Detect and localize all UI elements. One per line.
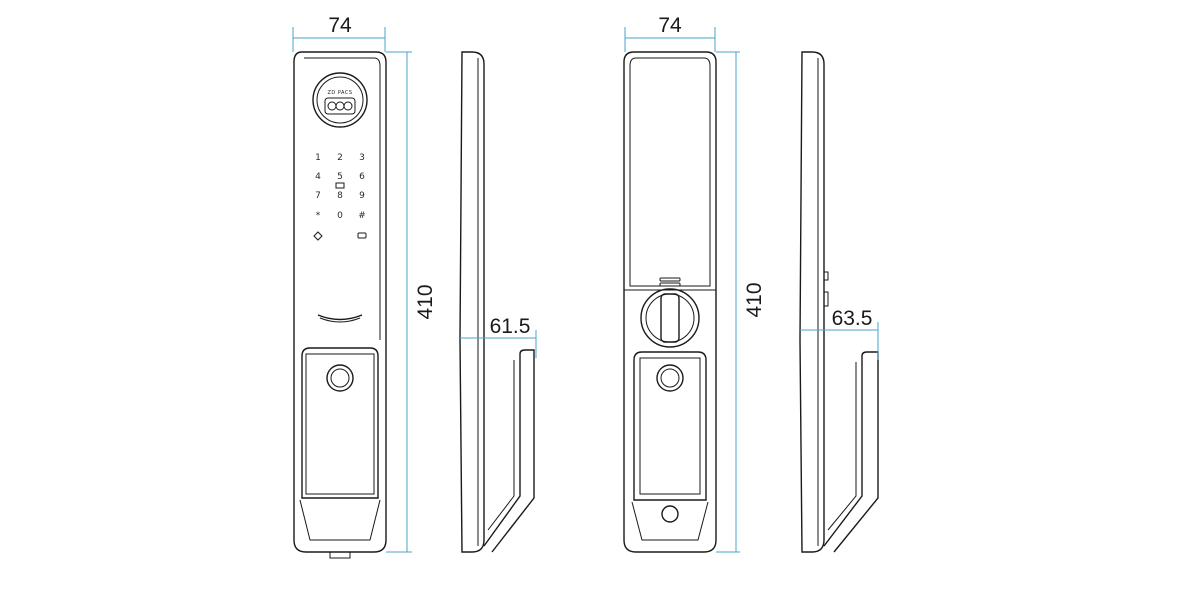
keypad-key-8: 8: [337, 191, 343, 201]
front-view: 74 ZD PACS 1 2 3 4 5 6 7 8 9 * 0 #: [292, 14, 437, 559]
side2-switch-2: [823, 291, 829, 307]
keypad-key-9: 9: [359, 191, 365, 201]
front-keyhole-inner: [330, 368, 350, 388]
front-width-label: 74: [328, 14, 352, 37]
back-thumbturn-ring-inner: [645, 293, 695, 343]
side1-plate-outline: [459, 51, 485, 553]
back-handle-button-ring: [656, 364, 684, 392]
side1-handle-inner: [487, 360, 515, 531]
back-handle-button-inner: [660, 368, 680, 388]
front-handle-slot-inner: [319, 317, 361, 323]
back-usb-port-1: [659, 277, 681, 282]
front-handle-slot: [317, 314, 363, 321]
keypad-key-2: 2: [337, 153, 343, 163]
front-inner-edge: [304, 57, 381, 340]
back-thumbturn-ring: [640, 288, 700, 348]
front-sensor-ring: [312, 72, 368, 128]
back-usb-port-2: [659, 282, 681, 287]
keypad-card-icon: [335, 182, 345, 189]
front-sensor-ring-inner: [316, 76, 364, 124]
front-led-3: [343, 101, 353, 111]
back-thumbturn-knob: [660, 293, 680, 343]
side2-handle-outline: [823, 351, 879, 553]
keypad-key-0: 0: [337, 211, 343, 221]
keypad-bell-icon: [313, 231, 323, 241]
front-height-label: 410: [414, 284, 437, 319]
side1-handle-outline: [483, 349, 535, 553]
front-keyhole-ring: [326, 364, 354, 392]
keypad-key-7: 7: [315, 191, 321, 201]
front-handle-outline: [301, 347, 379, 499]
back-battery-cover: [629, 57, 711, 287]
front-led-housing: [324, 97, 356, 115]
back-view: 74 410: [623, 14, 766, 553]
side-view-1: 61.5: [459, 51, 537, 553]
side2-handle-inner: [827, 362, 857, 531]
back-width-label: 74: [658, 14, 682, 37]
keypad-key-5: 5: [337, 172, 343, 182]
keypad-lock-icon: [357, 232, 367, 239]
keypad-key-star: *: [316, 211, 321, 221]
keypad-key-6: 6: [359, 172, 365, 182]
back-height-label: 410: [743, 282, 766, 317]
side1-depth-label: 61.5: [490, 315, 531, 338]
keypad-key-1: 1: [315, 153, 321, 163]
back-handle-inner: [639, 357, 701, 495]
keypad-key-3: 3: [359, 153, 365, 163]
side-view-2: 63.5: [799, 51, 879, 553]
front-led-1: [327, 101, 337, 111]
side2-depth-label: 63.5: [832, 307, 873, 330]
front-logo-text: ZD PACS: [327, 90, 352, 96]
back-bottom-bevel: [631, 501, 709, 541]
back-handle-outline: [633, 351, 707, 501]
side2-plate-outline: [799, 51, 825, 553]
front-handle-inner: [305, 353, 375, 495]
front-bottom-tab: [329, 552, 351, 559]
back-bottom-screw: [661, 505, 679, 523]
front-bottom-bevel: [299, 499, 381, 541]
front-body-outline: [293, 51, 387, 553]
keypad-key-4: 4: [315, 172, 321, 182]
front-led-2: [335, 101, 345, 111]
keypad-key-hash: #: [358, 211, 366, 221]
back-body-outline: [623, 51, 717, 553]
side2-switch-1: [823, 271, 829, 281]
